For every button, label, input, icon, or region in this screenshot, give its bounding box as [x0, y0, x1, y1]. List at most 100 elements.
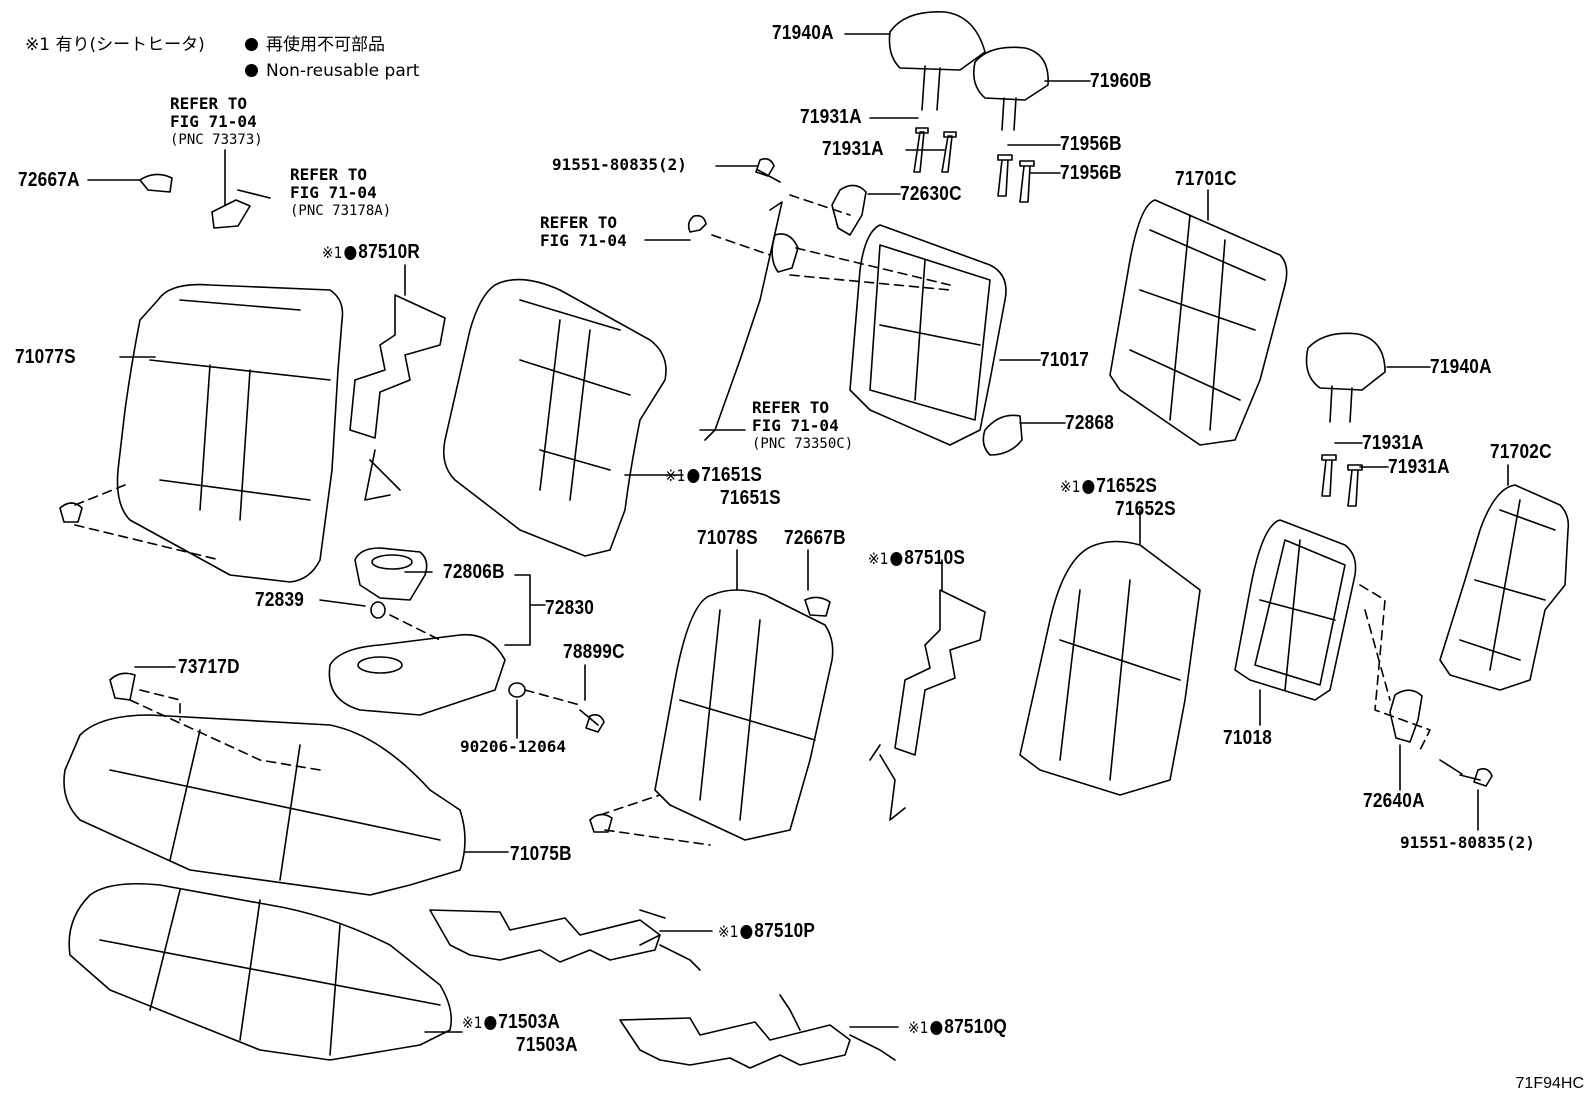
lock-72640a [1389, 689, 1423, 743]
bullet-icon [245, 38, 258, 51]
heater-mat-87510q [619, 994, 896, 1069]
heater-mat-87510r [349, 294, 446, 501]
clip-72839 [370, 601, 386, 619]
nonreusable-dot-icon [344, 245, 357, 260]
part-number-87510q: 87510Q [944, 1016, 1008, 1038]
part-label-71931a-3[interactable]: 71931A [1362, 432, 1424, 454]
part-label-72667b[interactable]: 72667B [784, 527, 846, 549]
part-label-72667a[interactable]: 72667A [18, 169, 80, 191]
bolt-78899c [579, 709, 605, 733]
figure-code: 71F94HC [1515, 1075, 1584, 1092]
part-label-71017[interactable]: 71017 [1040, 349, 1090, 371]
part-label-71078s[interactable]: 71078S [697, 527, 758, 549]
part-number-71652s-heated: 71652S [1096, 475, 1158, 497]
part-label-72640a[interactable]: 72640A [1363, 790, 1425, 812]
part-label-73717d[interactable]: 73717D [178, 656, 240, 678]
washer-90206 [508, 682, 526, 698]
part-label-71960b[interactable]: 71960B [1090, 70, 1152, 92]
part-label-71503a[interactable]: 71503A [516, 1034, 578, 1056]
lock-72630c [831, 184, 867, 236]
part-label-72830[interactable]: 72830 [545, 597, 595, 619]
refer-a-line3: (PNC 73373) [170, 132, 263, 148]
part-number-87510s: 87510S [904, 547, 966, 569]
frame-71018 [1234, 519, 1357, 701]
headrest-guides [913, 127, 1363, 507]
part-label-71077s[interactable]: 71077S [15, 346, 76, 368]
heater-mark-71652s: ※1 [1060, 477, 1081, 496]
cup-holder-72806b [354, 547, 428, 601]
heater-mark-87510s: ※1 [868, 549, 889, 568]
refer-b-line3: (PNC 73178A) [290, 203, 392, 219]
part-label-71652s[interactable]: 71652S [1115, 498, 1176, 520]
nonreusable-dot-icon [890, 551, 903, 566]
refer-a-line1: REFER TO [170, 94, 248, 113]
part-label-72630c[interactable]: 72630C [900, 183, 962, 205]
pad-72868 [982, 414, 1023, 456]
heater-mat-87510s [869, 589, 986, 821]
headrest-71940a-top [888, 11, 986, 111]
nonreusable-dot-icon [740, 924, 753, 939]
seat-belt [687, 201, 799, 441]
clip-71077s [59, 502, 83, 523]
legend-nonreusable-jp: 再使用不可部品 [245, 35, 385, 55]
part-label-71956b-2[interactable]: 71956B [1060, 162, 1122, 184]
part-label-71931a-4[interactable]: 71931A [1388, 456, 1450, 478]
clip-71078s [589, 813, 613, 833]
back-board-71702c [1439, 484, 1570, 691]
back-board-71701c [1109, 199, 1288, 446]
legend-nonreusable-en-text: Non-reusable part [266, 61, 420, 81]
part-label-87510q[interactable]: ※1 87510Q [908, 1016, 1007, 1039]
bolt-91551-bottom [1439, 759, 1493, 787]
refer-c-line1: REFER TO [540, 213, 618, 232]
part-label-72839[interactable]: 72839 [255, 589, 305, 611]
part-label-87510s[interactable]: ※1 87510S [868, 547, 965, 570]
part-label-71940a-top[interactable]: 71940A [772, 22, 834, 44]
cover-72667a [139, 173, 271, 229]
part-number-87510r: 87510R [358, 241, 421, 263]
seat-cushion-cover-71075b [63, 714, 466, 896]
part-label-90206-12064[interactable]: 90206-12064 [460, 737, 566, 756]
refer-b-line1: REFER TO [290, 165, 368, 184]
part-label-72868[interactable]: 72868 [1065, 412, 1115, 434]
part-label-71651s[interactable]: 71651S [720, 487, 781, 509]
seat-cushion-71503a [68, 882, 453, 1061]
part-label-78899c[interactable]: 78899C [563, 641, 625, 663]
refer-c-line2: FIG 71-04 [540, 231, 627, 250]
seatback-cover-71077s [116, 283, 344, 583]
part-label-71075b[interactable]: 71075B [510, 843, 572, 865]
part-label-71940a-right[interactable]: 71940A [1430, 356, 1492, 378]
clip-73717d [109, 672, 136, 701]
part-number-87510p: 87510P [754, 920, 816, 942]
seatback-71651s [442, 278, 667, 557]
part-label-71956b-1[interactable]: 71956B [1060, 133, 1122, 155]
part-label-71931a-2[interactable]: 71931A [822, 138, 884, 160]
armrest-72830 [328, 633, 506, 716]
part-label-87510r[interactable]: ※1 87510R [322, 241, 420, 264]
part-label-71931a-1[interactable]: 71931A [800, 106, 862, 128]
frame-71017 [849, 224, 1007, 446]
legend-mark-note: ※1 有り(シートヒータ) [25, 35, 205, 55]
heater-mark-87510r: ※1 [322, 243, 343, 262]
nonreusable-dot-icon [687, 468, 700, 483]
part-label-71652s-heated[interactable]: ※1 71652S [1060, 475, 1157, 498]
part-label-91551-bottom[interactable]: 91551-80835(2) [1400, 833, 1535, 852]
heater-mark-71651s: ※1 [665, 466, 686, 485]
heater-mark-87510q: ※1 [908, 1018, 929, 1037]
seatback-cover-71078s [654, 589, 834, 841]
bullet-icon [245, 64, 258, 77]
part-label-71702c[interactable]: 71702C [1490, 441, 1552, 463]
refer-d-line2: FIG 71-04 [752, 416, 839, 435]
part-label-71701c[interactable]: 71701C [1175, 168, 1237, 190]
part-label-91551-top[interactable]: 91551-80835(2) [552, 155, 687, 174]
part-label-72806b[interactable]: 72806B [443, 561, 505, 583]
cover-72667b [804, 596, 831, 617]
part-label-71018[interactable]: 71018 [1223, 727, 1273, 749]
